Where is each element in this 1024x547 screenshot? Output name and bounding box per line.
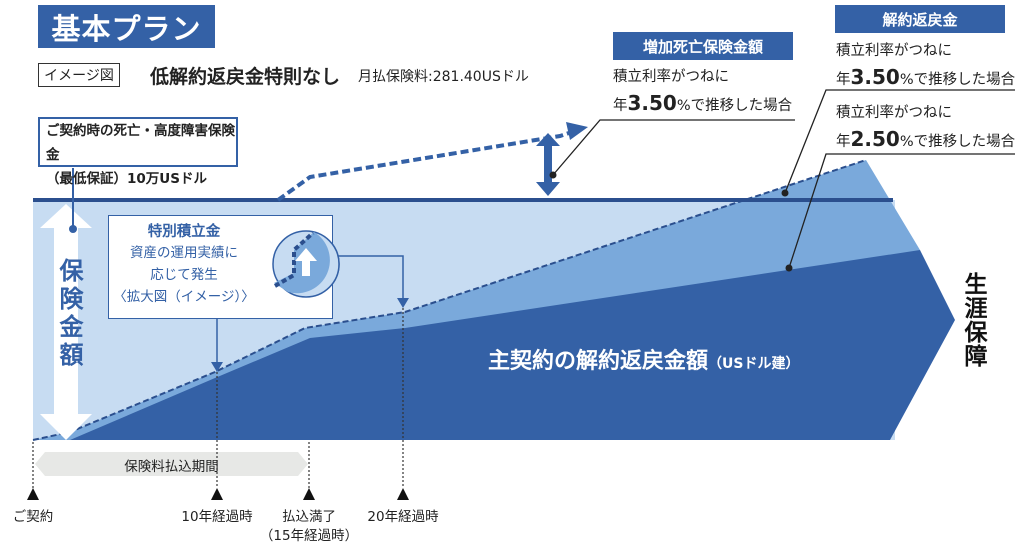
special-reserve-line2: 応じて発生: [150, 267, 218, 283]
timeline-marker-icon: [211, 488, 223, 500]
lifetime-coverage-label: 生涯保障: [960, 272, 986, 368]
payment-period-label: 保険料払込期間: [124, 459, 219, 475]
timeline-label-paid-up: 払込満了: [282, 509, 336, 525]
increase-amount-arrow-icon: [536, 133, 560, 196]
timeline-sublabel-15y: （15年経過時）: [259, 528, 359, 544]
special-reserve-title: 特別積立金: [147, 224, 221, 240]
note-line: 積立利率がつねに: [836, 105, 952, 121]
special-reserve-line3: 〈拡大図（イメージ）〉: [113, 289, 255, 305]
page-title: 基本プラン: [38, 5, 215, 48]
timeline-label-contract: ご契約: [12, 509, 54, 525]
note-rate-line: 年2.50%で推移した場合: [836, 127, 1016, 151]
image-tag: イメージ図: [38, 63, 120, 87]
surrender-heading: 解約返戻金: [835, 5, 1005, 33]
timeline-marker-icon: [27, 488, 39, 500]
note-rate-line: 年3.50%で推移した場合: [836, 65, 1016, 89]
timeline-label-10y: 10年経過時: [181, 509, 253, 525]
initial-benefit-line2: （最低保証）10万USドル: [46, 171, 207, 187]
special-reserve-line1: 資産の運用実績に: [130, 245, 238, 261]
timeline-label-20y: 20年経過時: [367, 509, 439, 525]
increase-death-note: 積立利率がつねに 年3.50%で推移した場合: [613, 64, 792, 119]
increase-arrowhead-icon: [566, 122, 588, 140]
callout-increase: [552, 119, 795, 176]
main-surrender-text: 主契約の解約返戻金額: [488, 349, 709, 374]
note-line: 積立利率がつねに: [613, 69, 729, 85]
increase-death-heading: 増加死亡保険金額: [613, 32, 793, 60]
special-reserve-text: 資産の運用実績に 応じて発生 〈拡大図（イメージ）〉: [109, 242, 259, 308]
arrow-down-icon: [397, 298, 409, 308]
payment-period-bar: [35, 452, 308, 476]
insured-amount-arrow-icon: [40, 204, 92, 440]
surrender-value-area: [70, 250, 955, 440]
callout-surrender-350: [784, 89, 1015, 194]
main-surrender-label: 主契約の解約返戻金額（USドル建）: [488, 343, 799, 375]
monthly-premium: 月払保険料:281.40USドル: [358, 69, 529, 85]
plan-name: 低解約返戻金特則なし: [150, 66, 341, 88]
initial-benefit-line1: ご契約時の死亡・高度障害保険金: [46, 123, 235, 163]
timeline-marker-icon: [397, 488, 409, 500]
note-rate-line: 年3.50%で推移した場合: [613, 91, 793, 115]
note-line: 積立利率がつねに: [836, 43, 952, 59]
special-reserve-box: 特別積立金 資産の運用実績に 応じて発生 〈拡大図（イメージ）〉: [108, 215, 333, 319]
surrender-note-350: 積立利率がつねに 年3.50%で推移した場合: [836, 38, 1015, 93]
main-surrender-unit: （USドル建）: [708, 356, 800, 372]
surrender-note-250: 積立利率がつねに 年2.50%で推移した場合: [836, 100, 1015, 155]
increased-death-benefit-line: [276, 130, 573, 202]
timeline-marker-icon: [303, 488, 315, 500]
initial-benefit-box: ご契約時の死亡・高度障害保険金 （最低保証）10万USドル: [38, 117, 238, 187]
callout-surrender-250: [788, 153, 1015, 269]
insured-amount-label: 保険金額: [55, 258, 83, 370]
arrow-down-icon: [211, 362, 223, 372]
